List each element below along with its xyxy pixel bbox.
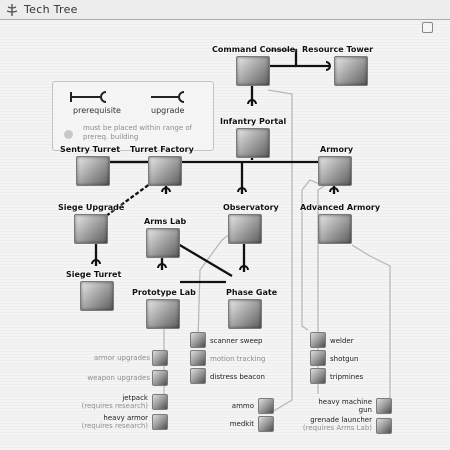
welder-icon[interactable] [310,332,326,348]
node-label-advanced-armory: Advanced Armory [300,203,381,212]
heavy-machine-gun-icon[interactable] [376,398,392,414]
motion-tracking-icon[interactable] [190,350,206,366]
range-note: must be placed within range of prereq. b… [83,124,193,141]
legend-panel: prerequisite upgrade must be placed with… [52,81,214,151]
arms-lab-icon[interactable] [146,228,180,258]
tech-tree-canvas: prerequisite upgrade must be placed with… [0,20,450,450]
item-ammo: ammo [231,402,254,410]
hook-prototype [157,263,167,269]
armor-upgrades-icon[interactable] [152,350,168,366]
item-heavy-armor-note: (requires research) [81,422,148,430]
prerequisite-legend-icon [70,91,107,103]
observatory-icon[interactable] [228,214,262,244]
item-heavy-machine-gun-line2: gun [358,406,372,414]
item-scanner-sweep: scanner sweep [210,337,263,345]
dashed-upgrade-line [105,177,159,217]
ammo-icon[interactable] [258,398,274,414]
hook-siege-turret [91,259,101,265]
turret-factory-icon[interactable] [148,156,182,186]
item-grenade-launcher-note: (requires Arms Lab) [302,424,372,432]
medkit-icon[interactable] [258,416,274,432]
hook-resource [325,61,331,71]
hook-adv-armory [329,187,339,193]
node-label-armory: Armory [320,145,354,154]
distress-beacon-icon[interactable] [190,368,206,384]
line-armslab-phase [177,243,233,277]
line-command-resource [270,48,330,68]
node-label-prototype-lab: Prototype Lab [132,288,196,297]
weapon-upgrades-icon[interactable] [152,370,168,386]
node-label-infantry-portal: Infantry Portal [220,117,287,126]
item-distress-beacon: distress beacon [210,373,265,381]
upgrade-label: upgrade [151,106,185,115]
item-heavy-machine-gun-line1: heavy machine [318,398,372,406]
node-label-arms-lab: Arms Lab [144,217,187,226]
phase-gate-icon[interactable] [228,299,262,329]
armory-icon[interactable] [318,156,352,186]
item-grenade-launcher: grenade launcher [310,416,372,424]
hook-armslab [161,187,171,193]
siege-turret-icon[interactable] [80,281,114,311]
item-jetpack: jetpack [122,394,148,402]
node-label-phase-gate: Phase Gate [226,288,278,297]
range-dot-icon [64,130,73,139]
range-line-command-to-ammo [267,89,293,413]
node-label-command-console: Command Console [212,45,296,54]
item-welder: welder [330,337,354,345]
resource-tower-icon[interactable] [334,56,368,86]
range-line-armory-to-weapons-2 [317,184,327,394]
heavy-armor-icon[interactable] [152,414,168,430]
siege-upgrade-icon[interactable] [74,214,108,244]
title-bar: Tech Tree [0,0,450,20]
hook-phase [239,265,249,271]
jetpack-icon[interactable] [152,394,168,410]
sentry-turret-icon[interactable] [76,156,110,186]
upgrade-legend-icon [151,91,185,103]
item-motion-tracking: motion tracking [210,355,266,363]
item-tripmines: tripmines [330,373,364,381]
node-label-sentry-turret: Sentry Turret [60,145,121,154]
node-label-siege-upgrade: Siege Upgrade [58,203,125,212]
tech-tree-logo-icon [6,4,18,16]
node-label-resource-tower: Resource Tower [302,45,374,54]
prototype-lab-icon[interactable] [146,299,180,329]
window-title: Tech Tree [24,3,78,16]
node-label-turret-factory: Turret Factory [130,145,194,154]
scanner-sweep-icon[interactable] [190,332,206,348]
shotgun-icon[interactable] [310,350,326,366]
grenade-launcher-icon[interactable] [376,418,392,434]
item-medkit: medkit [229,420,254,428]
prerequisite-label: prerequisite [73,106,121,115]
item-armor-upgrades: armor upgrades [93,354,150,362]
item-jetpack-note: (requires research) [81,402,148,410]
item-shotgun: shotgun [330,355,359,363]
tripmines-icon[interactable] [310,368,326,384]
command-console-icon[interactable] [236,56,270,86]
node-label-observatory: Observatory [223,203,279,212]
range-line-adv-armory [351,244,391,398]
infantry-portal-icon[interactable] [236,128,270,158]
item-heavy-armor: heavy armor [103,414,148,422]
node-label-siege-turret: Siege Turret [66,270,122,279]
hook-infantry [247,99,257,105]
window-control-top[interactable] [422,22,433,33]
range-line-armory-to-weapons [301,179,323,331]
item-weapon-upgrades: weapon upgrades [87,374,150,382]
advanced-armory-icon[interactable] [318,214,352,244]
hook-observatory [237,187,247,193]
